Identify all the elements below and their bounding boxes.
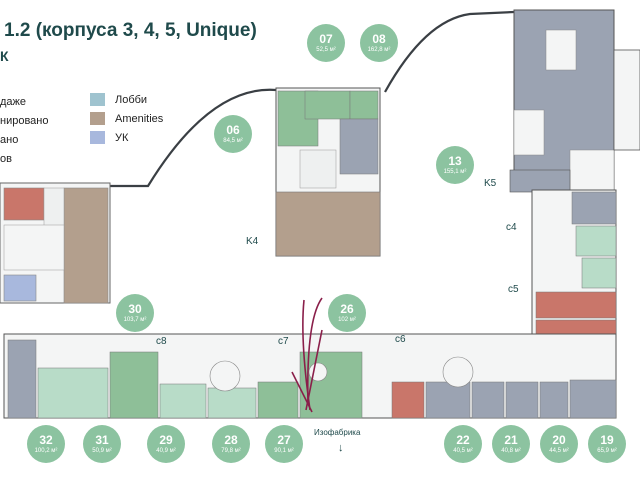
unit-badge-31[interactable]: 31 50,9 м²: [83, 425, 121, 463]
unit-area: 40,8 м²: [501, 447, 521, 454]
bottom-bar: [3, 333, 617, 419]
legend-label: Amenities: [115, 112, 164, 125]
unit-area: 90,1 м²: [274, 447, 294, 454]
unit-area: 102 м²: [338, 316, 356, 323]
unit-area: 65,9 м²: [597, 447, 617, 454]
label-c6: c6: [395, 334, 406, 345]
unit-badge-20[interactable]: 20 44,5 м²: [540, 425, 578, 463]
unit-badge-08[interactable]: 08 162,8 м²: [360, 24, 398, 62]
lobby-swatch: [90, 93, 105, 106]
legend-item-lobby: Лобби: [90, 93, 147, 106]
unit-badge-27[interactable]: 27 90,1 м²: [265, 425, 303, 463]
unit-number: 22: [456, 432, 470, 447]
unit-number: 28: [224, 432, 238, 447]
label-c7: c7: [278, 336, 289, 347]
unit-number: 19: [600, 432, 614, 447]
legend-label: нировано: [0, 115, 49, 127]
unit-badge-26[interactable]: 26 102 м²: [328, 294, 366, 332]
unit-badge-29[interactable]: 29 40,9 м²: [147, 425, 185, 463]
unit-number: 21: [504, 432, 518, 447]
unit-area: 103,7 м²: [123, 316, 147, 323]
unit-badge-21[interactable]: 21 40,8 м²: [492, 425, 530, 463]
unit-number: 06: [226, 122, 240, 137]
unit-area: 162,8 м²: [367, 46, 391, 53]
unit-badge-28[interactable]: 28 79,8 м²: [212, 425, 250, 463]
unit-badge-07[interactable]: 07 52,5 м²: [307, 24, 345, 62]
legend-label: даже: [0, 96, 27, 108]
unit-area: 100,2 м²: [34, 447, 58, 454]
unit-area: 40,9 м²: [156, 447, 176, 454]
unit-number: 29: [159, 432, 173, 447]
unit-number: 30: [128, 301, 142, 316]
legend-label: Лобби: [115, 93, 148, 106]
building-k5: [509, 9, 640, 193]
unit-area: 50,9 м²: [92, 447, 112, 454]
legend-item-sale: даже: [0, 96, 26, 108]
unit-area: 52,5 м²: [316, 46, 336, 53]
annotation-arrows: [291, 297, 323, 413]
amenities-swatch: [90, 112, 105, 125]
right-wing: [531, 189, 617, 377]
unit-number: 08: [372, 31, 386, 46]
unit-area: 40,5 м²: [453, 447, 473, 454]
legend-item-reserved: нировано: [0, 115, 49, 127]
unit-badge-32[interactable]: 32 100,2 м²: [27, 425, 65, 463]
legend-item-amenities: Amenities: [90, 112, 163, 125]
unit-number: 07: [319, 31, 333, 46]
label-k5: K5: [484, 178, 497, 189]
label-c4: c4: [506, 222, 517, 233]
legend-label: УК: [115, 131, 129, 144]
building-k4: [275, 87, 381, 257]
label-c5: c5: [508, 284, 519, 295]
unit-number: 20: [552, 432, 566, 447]
site-path-line: [110, 88, 277, 188]
unit-badge-06[interactable]: 06 84,5 м²: [214, 115, 252, 153]
unit-badge-22[interactable]: 22 40,5 м²: [444, 425, 482, 463]
unit-area: 155,1 м²: [443, 168, 467, 175]
legend-label: ано: [0, 134, 19, 146]
unit-area: 84,5 м²: [223, 137, 243, 144]
legend-item-sold: ано: [0, 134, 18, 146]
unit-area: 44,5 м²: [549, 447, 569, 454]
unit-number: 32: [39, 432, 53, 447]
unit-number: 31: [95, 432, 109, 447]
site-path-line: [384, 10, 515, 93]
unit-badge-13[interactable]: 13 155,1 м²: [436, 146, 474, 184]
legend-label: ов: [0, 153, 12, 165]
legend-item-other: ов: [0, 153, 12, 165]
label-k4: K4: [246, 236, 259, 247]
unit-badge-30[interactable]: 30 103,7 м²: [116, 294, 154, 332]
left-building: [0, 182, 111, 304]
uk-swatch: [90, 131, 105, 144]
izofabrika-label: Изофабрика: [314, 428, 361, 437]
unit-badge-19[interactable]: 19 65,9 м²: [588, 425, 626, 463]
page-title: 1.2 (корпуса 3, 4, 5, Unique): [4, 20, 257, 41]
legend-item-uk: УК: [90, 131, 128, 144]
unit-number: 27: [277, 432, 291, 447]
page-subtitle: К: [0, 48, 9, 64]
unit-area: 79,8 м²: [221, 447, 241, 454]
down-arrow-icon: ↓: [338, 442, 344, 454]
unit-number: 13: [448, 153, 462, 168]
label-c8: c8: [156, 336, 167, 347]
unit-number: 26: [340, 301, 354, 316]
